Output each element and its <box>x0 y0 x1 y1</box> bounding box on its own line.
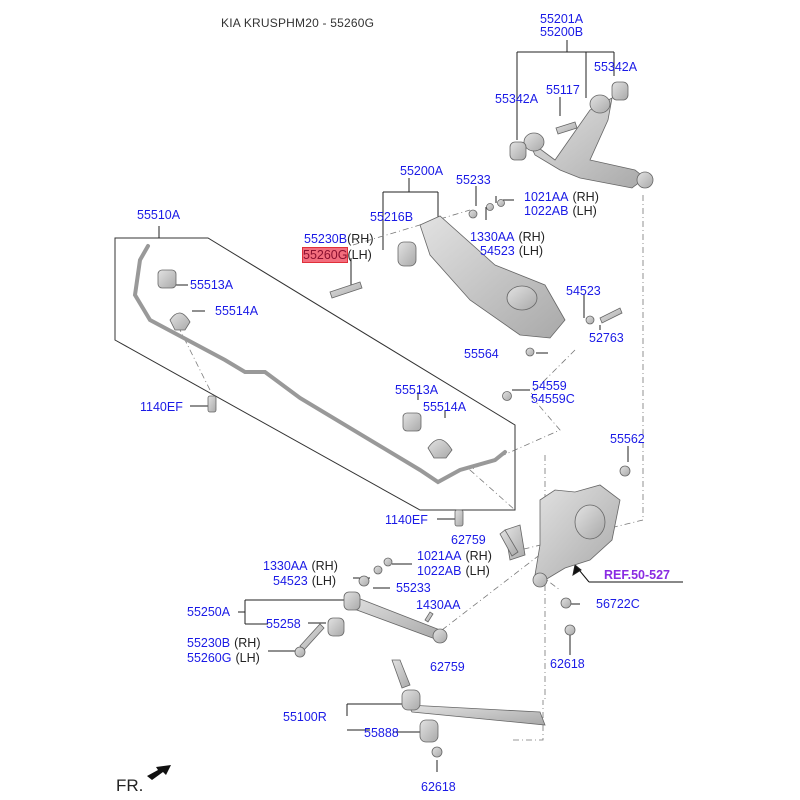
side-lh: (LH) <box>465 564 490 578</box>
part-label-55230b-top[interactable]: 55230B(RH) <box>304 232 374 246</box>
part-label-55216b[interactable]: 55216B <box>370 210 414 224</box>
part-label-62618-bottom[interactable]: 62618 <box>421 780 456 794</box>
side-lh: (LH) <box>235 651 260 665</box>
part-label-54523-top[interactable]: 54523(LH) <box>480 244 543 258</box>
part-label-55233-top[interactable]: 55233 <box>456 173 491 187</box>
part-number: 1022AB <box>524 204 569 218</box>
side-rh: (RH) <box>311 559 338 573</box>
part-label-55200b[interactable]: 55200B <box>540 25 584 39</box>
upper-control-arm-icon <box>509 81 654 189</box>
side-rh: (RH) <box>572 190 599 204</box>
part-label-55117[interactable]: 55117 <box>546 83 580 97</box>
part-label-55260g-top-highlighted[interactable]: 55260G(LH) <box>301 247 372 263</box>
part-label-55888[interactable]: 55888 <box>364 726 399 740</box>
bushing-55513a-right-icon <box>402 412 422 432</box>
side-lh: (LH) <box>347 248 372 262</box>
part-label-56722c[interactable]: 56722C <box>596 597 640 611</box>
part-number: 1022AB <box>417 564 462 578</box>
part-label-55200a[interactable]: 55200A <box>400 164 444 178</box>
side-rh: (RH) <box>347 232 374 246</box>
part-label-54523-bottom[interactable]: 54523(LH) <box>273 574 336 588</box>
part-label-55230b-bottom[interactable]: 55230B(RH) <box>187 636 261 650</box>
part-label-1022ab-bottom[interactable]: 1022AB(LH) <box>417 564 490 578</box>
part-label-55510a[interactable]: 55510A <box>137 208 181 222</box>
part-label-1140ef-right[interactable]: 1140EF <box>385 513 428 527</box>
part-label-52763[interactable]: 52763 <box>589 331 624 345</box>
part-label-54559[interactable]: 54559 <box>532 379 567 393</box>
part-label-55100r[interactable]: 55100R <box>283 710 327 724</box>
side-lh: (LH) <box>572 204 597 218</box>
diagram-title: KIA KRUSPHM20 - 55260G <box>221 16 375 30</box>
part-label-55514a-right[interactable]: 55514A <box>423 400 467 414</box>
side-rh: (RH) <box>234 636 261 650</box>
knuckle-icon <box>504 484 621 636</box>
bracket-55514a-left-icon <box>169 312 191 331</box>
side-lh: (LH) <box>311 574 337 588</box>
part-number: 54523 <box>273 574 308 588</box>
part-label-1140ef-left[interactable]: 1140EF <box>140 400 183 414</box>
part-label-54559c[interactable]: 54559C <box>531 392 575 406</box>
part-label-55260g-bottom[interactable]: 55260G(LH) <box>187 651 260 665</box>
bushing-55513a-left-icon <box>157 269 177 289</box>
part-label-62618-right[interactable]: 62618 <box>550 657 585 671</box>
front-direction-arrow-icon <box>147 765 171 780</box>
part-number: 55230B <box>187 636 231 650</box>
part-label-62759-top[interactable]: 62759 <box>451 533 486 547</box>
part-label-1430aa[interactable]: 1430AA <box>416 598 461 612</box>
part-label-55233-bottom[interactable]: 55233 <box>396 581 431 595</box>
highlighted-part-number[interactable]: 55260G <box>301 247 349 263</box>
part-label-54523-mid[interactable]: 54523 <box>566 284 601 298</box>
part-label-1330aa-bottom[interactable]: 1330AA(RH) <box>263 559 338 573</box>
part-number: 54523 <box>480 244 515 258</box>
part-label-55342a-right[interactable]: 55342A <box>594 60 638 74</box>
side-rh: (RH) <box>518 230 545 244</box>
bracket-55514a-right-icon <box>427 439 453 459</box>
part-label-55513a-right[interactable]: 55513A <box>395 383 439 397</box>
part-label-1330aa-top[interactable]: 1330AA(RH) <box>470 230 545 244</box>
part-label-55342a-left[interactable]: 55342A <box>495 92 539 106</box>
part-number: 55260G <box>187 651 232 665</box>
part-label-55250a[interactable]: 55250A <box>187 605 231 619</box>
side-rh: (RH) <box>465 549 492 563</box>
part-label-55201a[interactable]: 55201A <box>540 12 584 26</box>
part-label-55514a-left[interactable]: 55514A <box>215 304 259 318</box>
part-number: 1021AA <box>524 190 569 204</box>
part-number: 55230B <box>304 232 348 246</box>
part-label-1021aa-bottom[interactable]: 1021AA(RH) <box>417 549 492 563</box>
part-label-55564[interactable]: 55564 <box>464 347 499 361</box>
ref-link-50-527[interactable]: REF.50-527 <box>604 568 671 582</box>
part-number: 1021AA <box>417 549 462 563</box>
part-label-55562[interactable]: 55562 <box>610 432 645 446</box>
part-label-55258[interactable]: 55258 <box>266 617 301 631</box>
front-direction-label: FR. <box>116 776 144 795</box>
lower-control-arm-icon <box>329 199 623 357</box>
stabilizer-bar-icon <box>132 244 507 485</box>
part-number: 1330AA <box>470 230 515 244</box>
part-number: 1330AA <box>263 559 308 573</box>
part-label-55513a-left[interactable]: 55513A <box>190 278 234 292</box>
side-lh: (LH) <box>518 244 544 258</box>
part-label-62759-bottom[interactable]: 62759 <box>430 660 465 674</box>
part-label-1021aa-top[interactable]: 1021AA(RH) <box>524 190 599 204</box>
part-label-1022ab-top[interactable]: 1022AB(LH) <box>524 204 597 218</box>
